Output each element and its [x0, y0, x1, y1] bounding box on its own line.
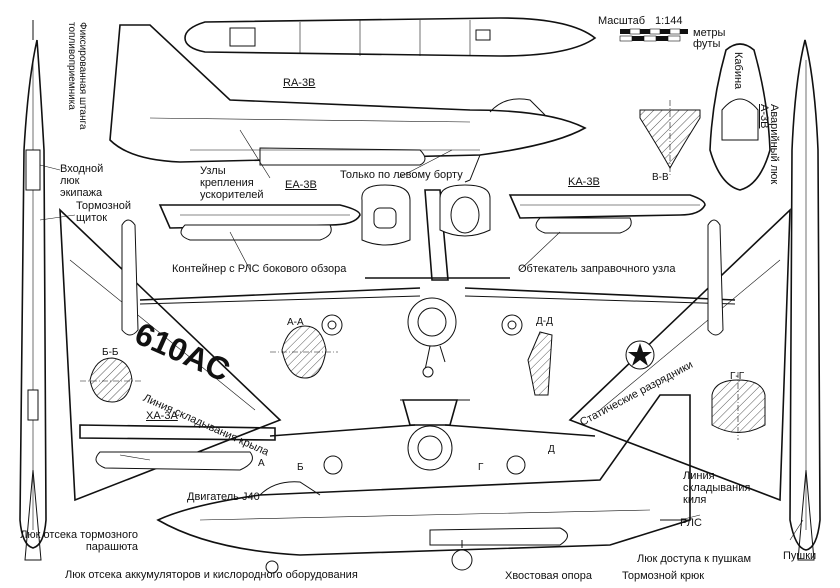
section-dd [527, 331, 553, 396]
section-marker-a: А [258, 458, 265, 469]
label-fixed-refuel-boom: Фиксированная штанга топливоприемника [66, 22, 88, 130]
label-cockpit: Кабина [732, 52, 744, 90]
xa3a-view [79, 424, 276, 471]
label-battery-bay: Люк отсека аккумуляторов и кислородного … [65, 569, 358, 581]
section-bb [80, 357, 142, 403]
speed-brake-text: Тормозной щиток [76, 200, 132, 224]
booster-mounts-text: Узлы крепления ускорителей [200, 165, 264, 201]
label-booster-mounts: Узлы крепления ускорителей [200, 165, 280, 201]
label-left-side-only: Только по левому борту [340, 169, 463, 181]
scale-unit-meters: метры [693, 27, 726, 39]
label-guns: Пушки [783, 550, 817, 562]
fin-fold-line-text: Линия складывания киля [683, 470, 751, 506]
label-entry-hatch: Входной люк экипажа [60, 163, 124, 199]
label-refuel-fairing: Обтекатель заправочного узла [518, 263, 676, 275]
entry-hatch-text: Входной люк экипажа [60, 163, 104, 199]
variant-ea3b: EA-3B [285, 179, 317, 191]
label-engine: Двигатель J40 [187, 491, 260, 503]
label-speed-brake: Тормозной щиток [76, 200, 132, 224]
section-gg [711, 372, 766, 440]
scale-ratio: 1:144 [655, 15, 683, 27]
ra3b-side-view [109, 24, 587, 183]
label-chute-bay: Люк отсека тормозного парашюта [8, 529, 138, 553]
label-arrest-hook: Тормозной крюк [622, 570, 705, 582]
variant-ra3b: RA-3B [283, 77, 316, 89]
cockpit-section [709, 43, 771, 191]
label-fin-fold-line: Линия складывания киля [683, 470, 751, 506]
ea3b-view [158, 204, 361, 241]
section-label-dd: Д-Д [536, 316, 553, 327]
right-wing-planform [568, 208, 791, 502]
variant-ka3b: KA-3B [568, 176, 600, 188]
top-view-fuselage-right [789, 39, 821, 561]
section-label-bb: Б-Б [102, 347, 119, 358]
label-radar: РЛС [680, 517, 702, 529]
section-label-aa: А-А [287, 317, 304, 328]
label-emergency-hatch: Аварийный люк [768, 104, 780, 185]
top-view-fuselage-left [19, 20, 47, 561]
fuselage-sections [361, 184, 491, 246]
ka3b-view [508, 194, 706, 234]
scale-unit-feet: футы [693, 38, 721, 50]
leader-lines [39, 129, 804, 541]
section-marker-b: Б [297, 462, 304, 473]
label-slar-pod: Контейнер с РЛС бокового обзора [172, 263, 347, 275]
scale-bar [619, 28, 688, 42]
ra3b-top-view [184, 17, 597, 57]
section-vv [639, 100, 701, 175]
label-tail-bumper: Хвостовая опора [505, 570, 592, 582]
section-label-vv: В-В [652, 172, 669, 183]
chute-bay-text: Люк отсека тормозного парашюта [20, 529, 138, 553]
front-view-aircraft [139, 189, 736, 378]
section-label-gg: Г-Г [730, 371, 745, 382]
section-aa [270, 325, 338, 379]
label-gun-access: Люк доступа к пушкам [637, 553, 752, 565]
section-marker-g: Г [478, 462, 484, 473]
scale-label: Масштаб [598, 15, 646, 27]
front-view-lower [269, 399, 596, 475]
main-side-view [156, 394, 691, 574]
section-marker-d: Д [548, 444, 555, 455]
variant-xa3a: XA-3A [146, 410, 178, 422]
